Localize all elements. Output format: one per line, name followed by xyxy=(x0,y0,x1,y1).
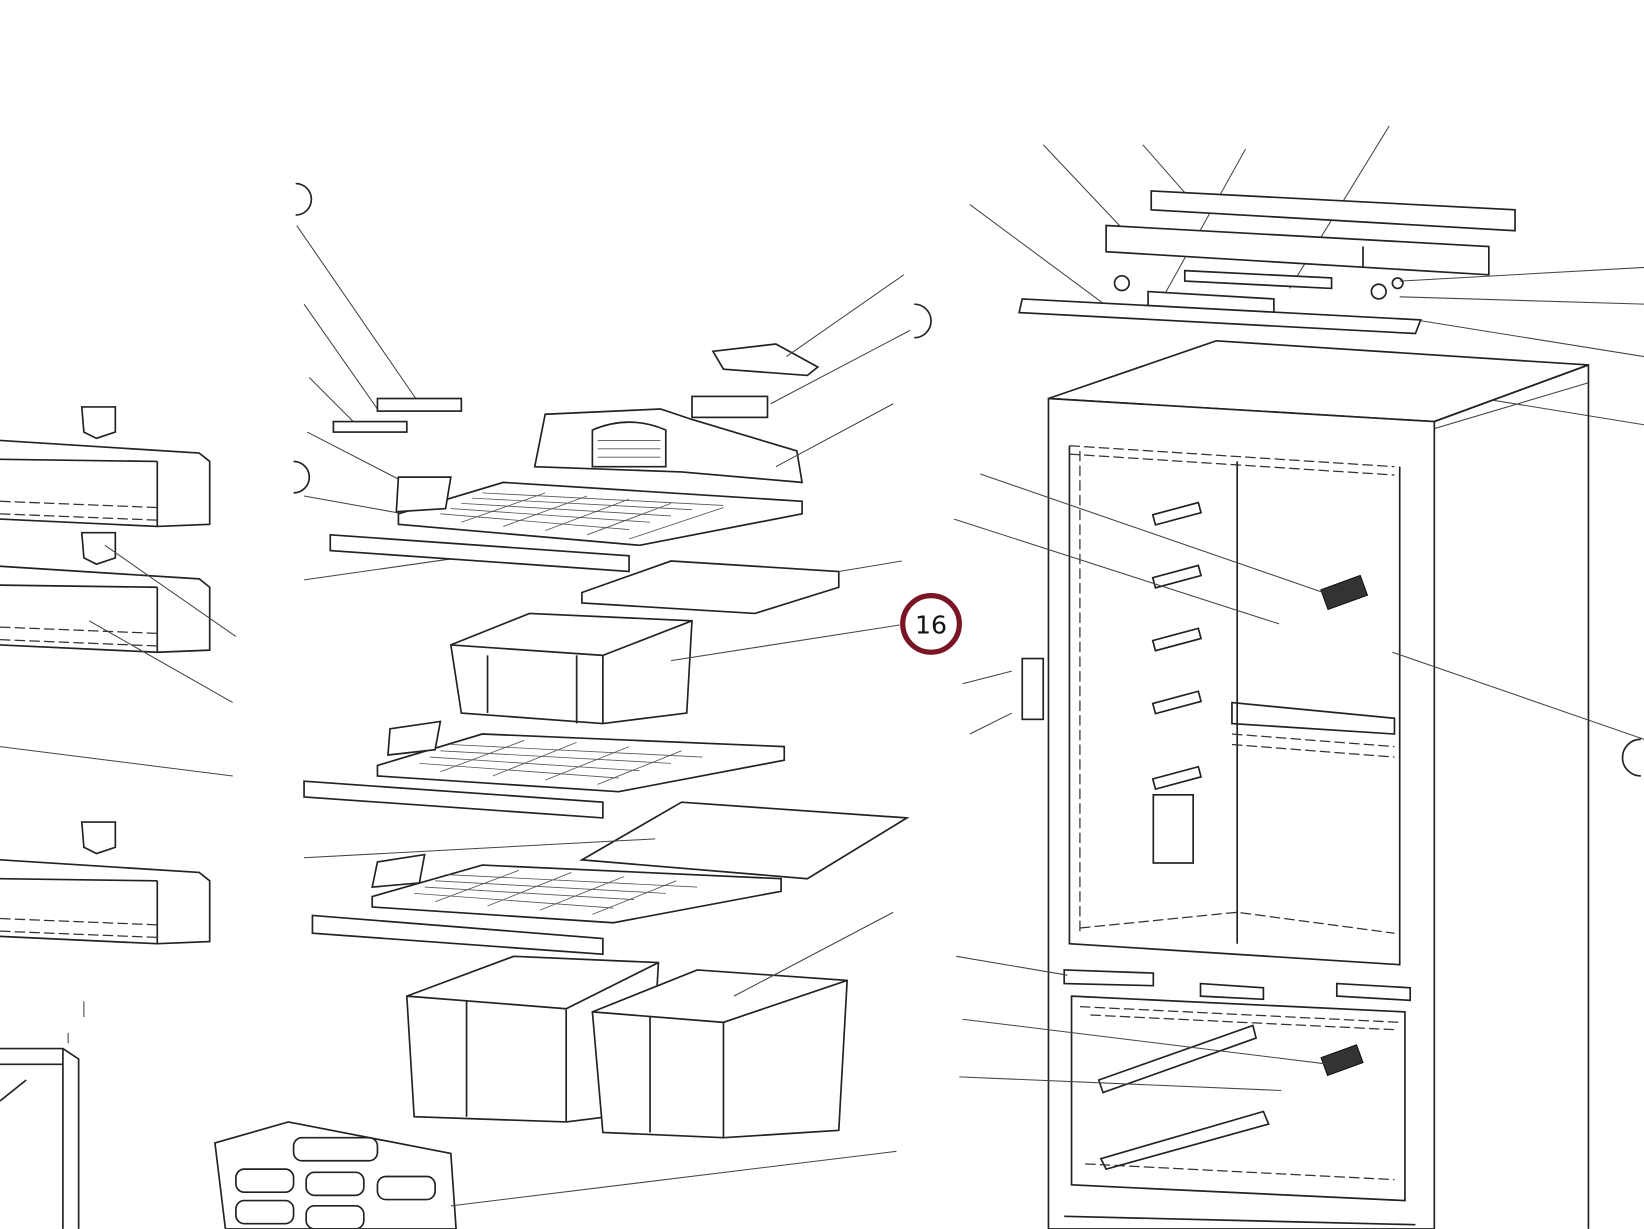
shelves-and-drawers xyxy=(214,182,932,1229)
callout-label: 16 xyxy=(915,610,947,639)
callout-16[interactable]: 16 xyxy=(900,593,962,655)
door-bins xyxy=(0,406,237,1229)
fridge-cabinet xyxy=(953,125,1644,1229)
